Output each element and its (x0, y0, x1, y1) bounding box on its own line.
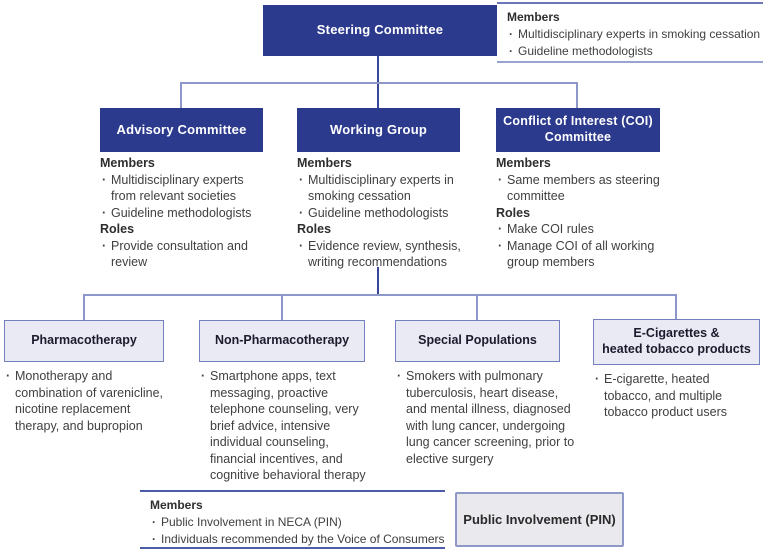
special-populations-box: Special Populations (395, 320, 560, 362)
member-item: Guideline methodologists (297, 205, 477, 222)
coi-committee-title-line1: Conflict of Interest (COI) (503, 114, 653, 129)
role-item: Manage COI of all working group members (496, 238, 666, 271)
ecigarettes-title-line1: E-Cigarettes & (633, 326, 720, 341)
member-item: Multidisciplinary experts in smoking ces… (297, 172, 477, 205)
working-group-title: Working Group (330, 121, 427, 137)
member-item: Multidisciplinary experts from relevant … (100, 172, 265, 205)
coi-committee-box: Conflict of Interest (COI) Committee (496, 108, 660, 152)
connector-line (83, 294, 677, 296)
panel-bullet: Public Involvement in NECA (PIN) (150, 514, 445, 531)
roles-heading: Roles (100, 222, 135, 236)
advisory-committee-title: Advisory Committee (116, 121, 247, 137)
public-involvement-members-panel: Members Public Involvement in NECA (PIN)… (140, 490, 445, 549)
steering-committee-title: Steering Committee (316, 22, 444, 38)
steering-members-panel: Members Multidisciplinary experts in smo… (497, 2, 763, 63)
non-pharmacotherapy-title: Non-Pharmacotherapy (214, 333, 350, 348)
steering-committee-box: Steering Committee (263, 5, 497, 56)
pharmacotherapy-box: Pharmacotherapy (4, 320, 164, 362)
coi-committee-title-line2: Committee (544, 130, 612, 144)
panel-bullet: Individuals recommended by the Voice of … (150, 531, 445, 548)
connector-line (83, 294, 85, 320)
coi-committee-details: Members Same members as steering committ… (496, 155, 666, 271)
panel-heading: Members (150, 498, 203, 512)
member-item: Same members as steering committee (496, 172, 666, 205)
topic-bullet: Smokers with pulmonary tuberculosis, hea… (395, 368, 575, 467)
connector-line (180, 82, 182, 108)
working-group-details: Members Multidisciplinary experts in smo… (297, 155, 477, 271)
pharmacotherapy-details: Monotherapy and combination of varenicli… (4, 368, 172, 434)
ecigarettes-details: E-cigarette, heated tobacco, and multipl… (593, 371, 758, 421)
advisory-committee-box: Advisory Committee (100, 108, 263, 152)
ecigarettes-box: E-Cigarettes & heated tobacco products (593, 319, 760, 365)
public-involvement-pin-title: Public Involvement (PIN) (463, 512, 616, 527)
panel-bullet: Multidisciplinary experts in smoking ces… (507, 26, 763, 43)
non-pharmacotherapy-details: Smartphone apps, text messaging, proacti… (199, 368, 377, 484)
working-group-box: Working Group (297, 108, 460, 152)
pharmacotherapy-title: Pharmacotherapy (31, 333, 137, 348)
topic-bullet: E-cigarette, heated tobacco, and multipl… (593, 371, 758, 421)
public-involvement-pin-box: Public Involvement (PIN) (455, 492, 624, 547)
connector-line (377, 267, 379, 295)
topic-bullet: Monotherapy and combination of varenicli… (4, 368, 172, 434)
topic-bullet: Smartphone apps, text messaging, proacti… (199, 368, 377, 484)
connector-line (281, 294, 283, 320)
connector-line (180, 82, 578, 84)
panel-heading: Members (507, 10, 560, 24)
members-heading: Members (496, 156, 551, 170)
members-heading: Members (297, 156, 352, 170)
members-heading: Members (100, 156, 155, 170)
role-item: Evidence review, synthesis, writing reco… (297, 238, 477, 271)
role-item: Provide consultation and review (100, 238, 265, 271)
connector-line (675, 294, 677, 320)
member-item: Guideline methodologists (100, 205, 265, 222)
special-populations-title: Special Populations (418, 333, 537, 348)
roles-heading: Roles (297, 222, 332, 236)
connector-line (476, 294, 478, 320)
panel-bullet: Guideline methodologists (507, 43, 763, 60)
non-pharmacotherapy-box: Non-Pharmacotherapy (199, 320, 365, 362)
role-item: Make COI rules (496, 221, 666, 238)
advisory-committee-details: Members Multidisciplinary experts from r… (100, 155, 265, 271)
connector-line (576, 82, 578, 108)
special-populations-details: Smokers with pulmonary tuberculosis, hea… (395, 368, 575, 467)
ecigarettes-title-line2: heated tobacco products (602, 342, 751, 356)
roles-heading: Roles (496, 205, 531, 220)
